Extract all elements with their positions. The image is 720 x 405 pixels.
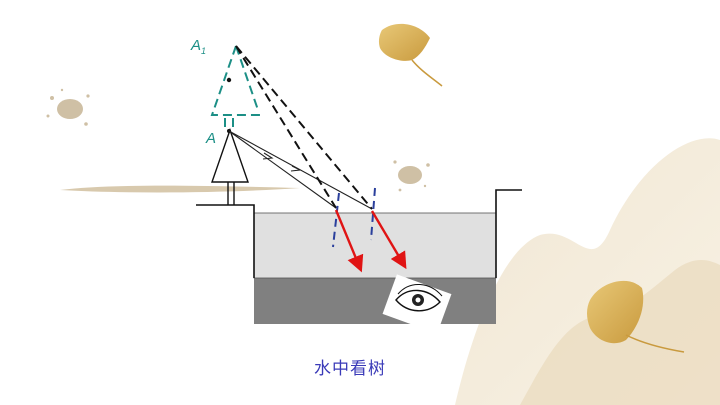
tree <box>211 127 249 205</box>
ginkgo-leaf-top <box>378 23 443 87</box>
tree-image <box>210 45 262 130</box>
tank-bottom <box>254 278 496 324</box>
refracted-rays <box>334 209 407 273</box>
ink-splash-center <box>393 160 430 192</box>
ginkgo-leaf-bottom <box>587 280 685 353</box>
caption: 水中看树 <box>314 359 386 379</box>
water <box>253 212 497 279</box>
incident-rays <box>228 130 373 210</box>
point-a1 <box>226 77 232 83</box>
label-a: A <box>206 130 217 147</box>
ink-splash-left <box>46 88 90 126</box>
ground-outline <box>196 189 522 278</box>
virtual-rays <box>235 45 373 210</box>
eye-icon <box>382 274 452 334</box>
brush-stroke <box>60 185 300 193</box>
label-a1: A1 <box>191 37 207 56</box>
